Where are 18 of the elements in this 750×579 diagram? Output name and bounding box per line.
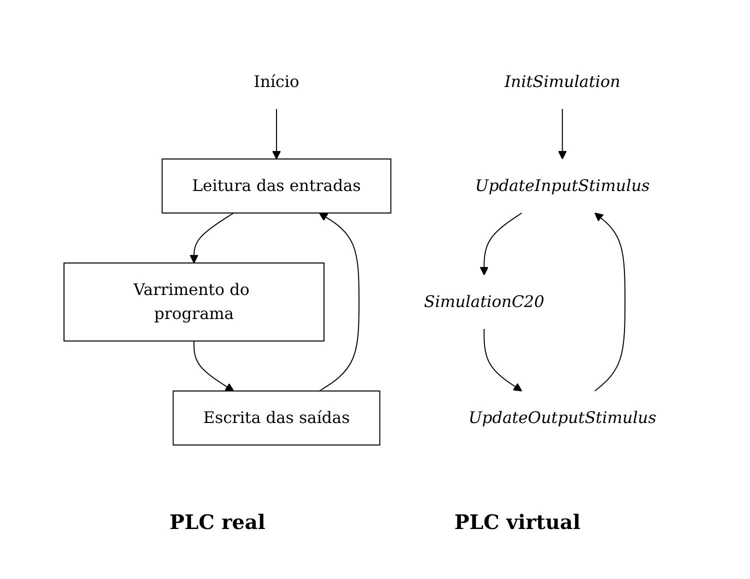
- arrow: [318, 212, 360, 392]
- node-text: UpdateOutputStimulus: [468, 408, 656, 427]
- node-box: Leitura das entradas: [161, 158, 392, 214]
- arrow: [272, 108, 281, 160]
- arrow: [480, 212, 522, 276]
- node-text: Início: [254, 72, 300, 91]
- node-box: Escrita das saídas: [172, 390, 380, 446]
- node-text: InitSimulation: [504, 72, 620, 91]
- arrow: [189, 212, 234, 264]
- arrow: [483, 328, 522, 392]
- column-caption: PLC virtual: [454, 510, 580, 534]
- node-text: SimulationC20: [424, 292, 544, 311]
- column-caption: PLC real: [170, 510, 266, 534]
- arrow: [594, 212, 626, 392]
- node-text: UpdateInputStimulus: [474, 176, 650, 195]
- arrow: [193, 340, 234, 392]
- node-box: Varrimento do programa: [63, 262, 324, 342]
- arrow: [558, 108, 567, 160]
